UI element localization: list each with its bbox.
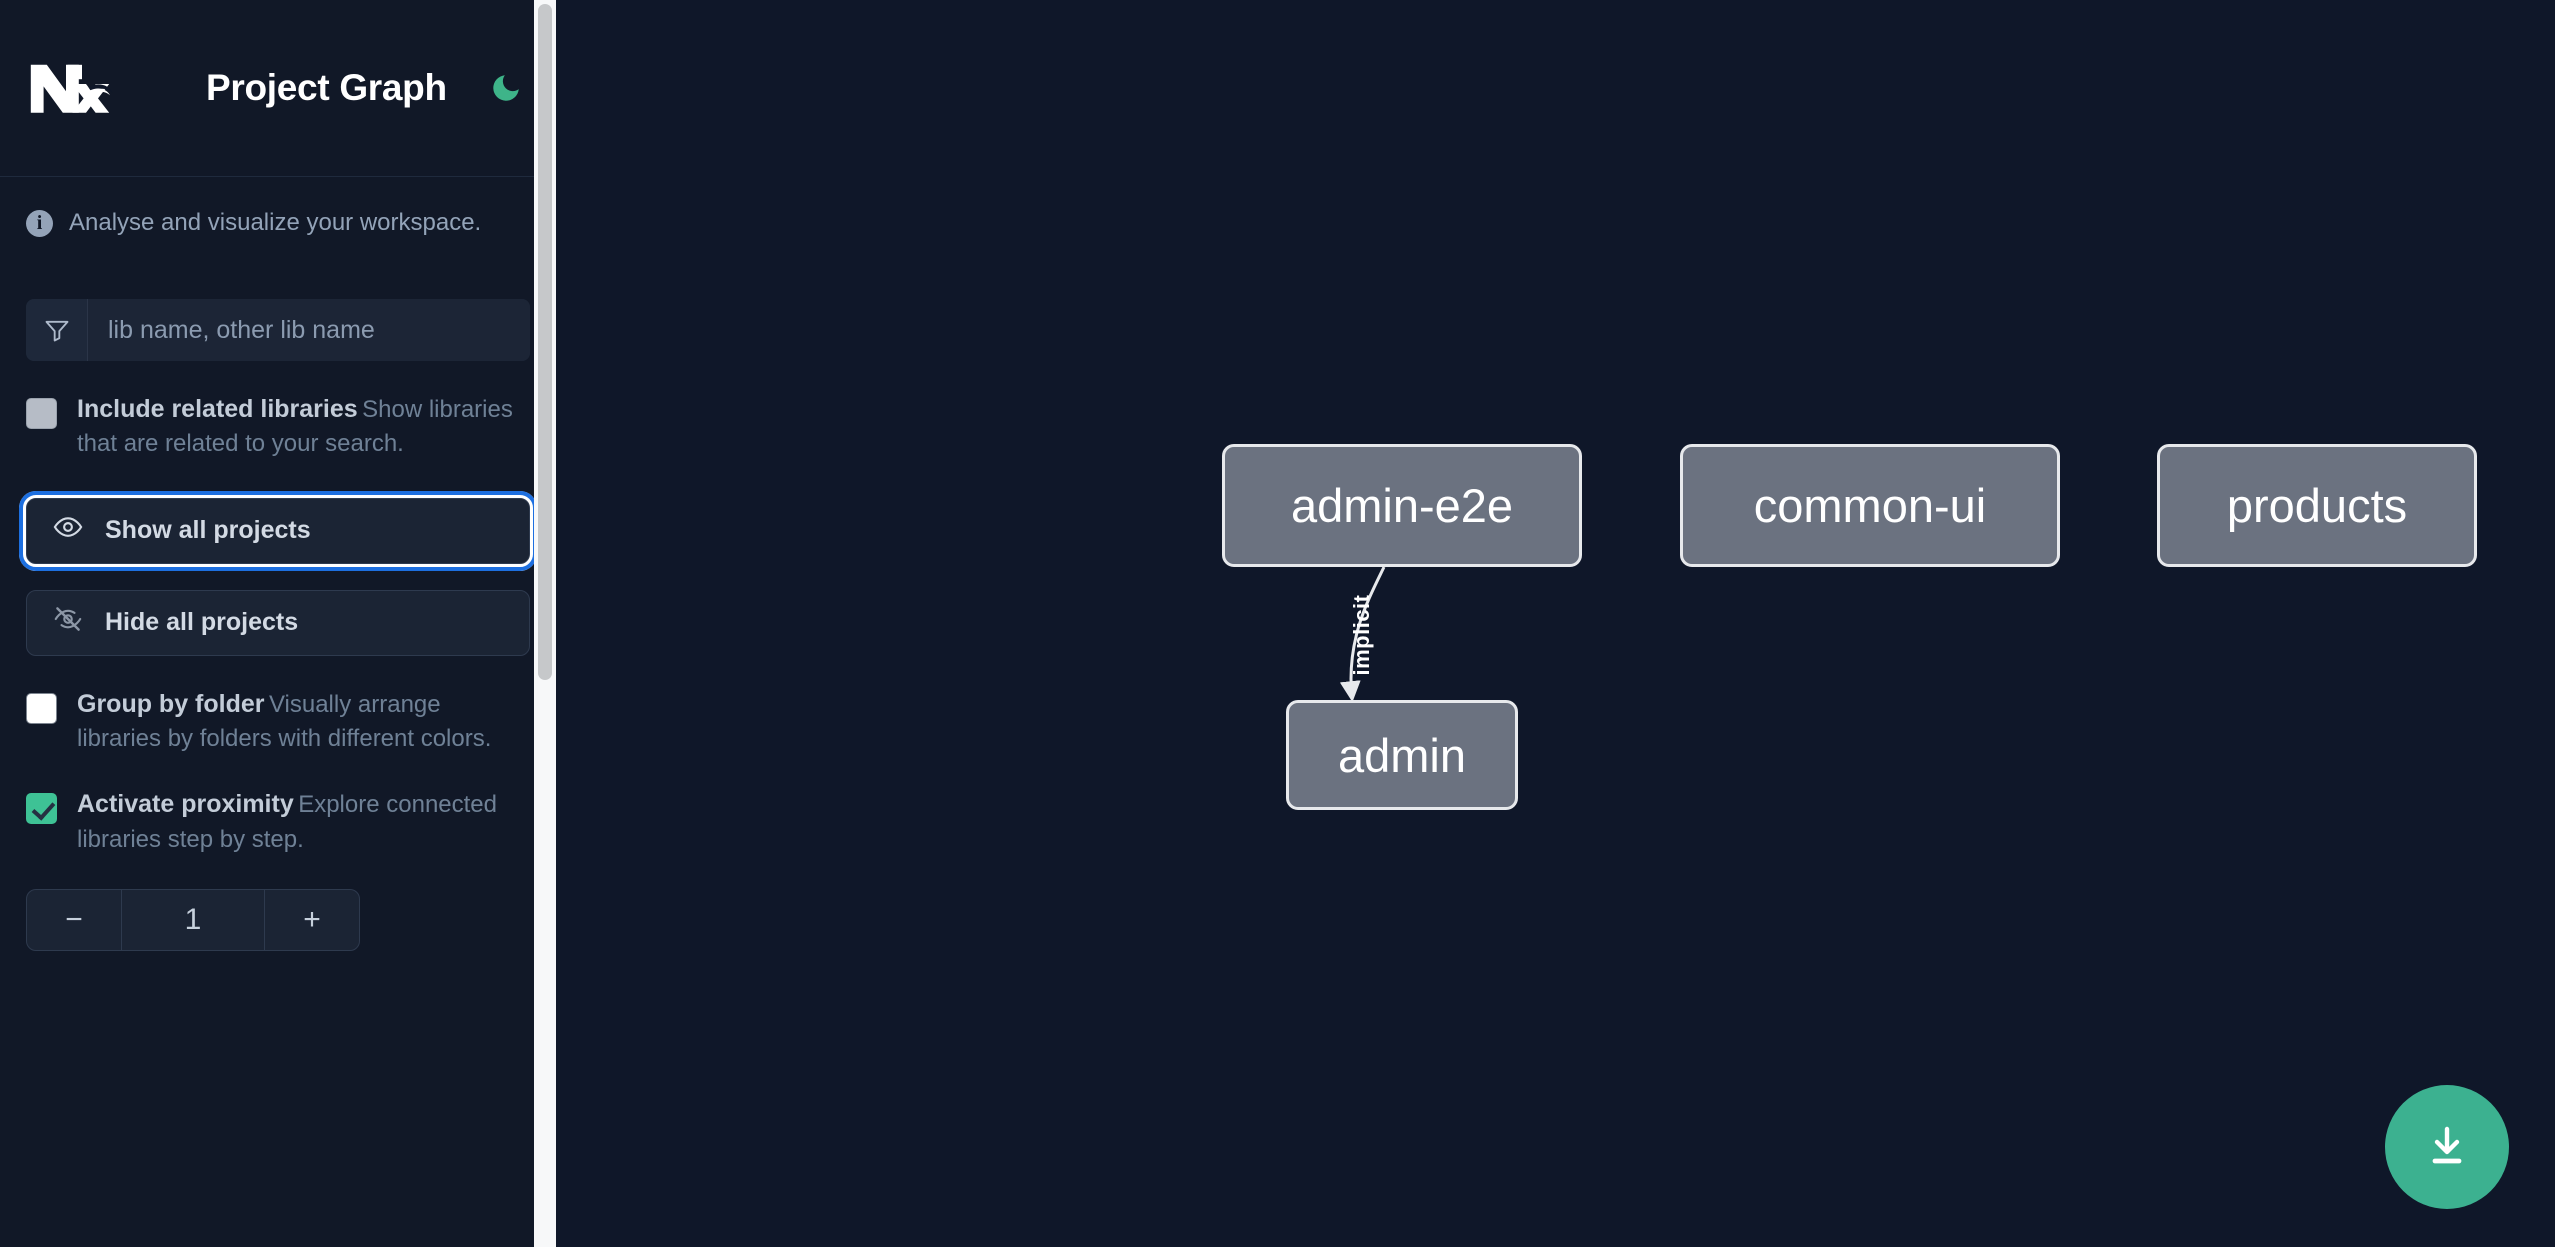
hide-all-projects-button[interactable]: Hide all projects (26, 589, 530, 656)
search-section (0, 299, 556, 361)
show-all-projects-button[interactable]: Show all projects (19, 490, 537, 571)
option-description: Show libraries that are related to your … (77, 396, 513, 458)
download-button[interactable] (2385, 1085, 2509, 1209)
sidebar-scrollbar-track[interactable] (534, 0, 556, 1247)
nx-logo-icon (26, 60, 122, 116)
moon-icon[interactable] (487, 69, 525, 107)
tagline: i Analyse and visualize your workspace. (0, 177, 556, 269)
page-title: Project Graph (206, 67, 447, 108)
search-input[interactable] (88, 299, 530, 361)
brand-header: Project Graph (0, 0, 556, 177)
show-all-projects-wrap: Show all projects (0, 490, 556, 571)
option-title: Group by folder (77, 689, 265, 718)
include-related-libraries-checkbox[interactable] (26, 398, 57, 429)
info-icon: i (26, 209, 53, 237)
activate-proximity-checkbox[interactable] (26, 793, 57, 825)
option-title: Activate proximity (77, 790, 294, 819)
graph-node-products[interactable]: products (2157, 444, 2477, 567)
graph-node-admin[interactable]: admin (1286, 700, 1518, 810)
option-description: Explore connected libraries step by step… (77, 791, 497, 853)
eye-off-icon (53, 604, 83, 641)
option-description: Visually arrange libraries by folders wi… (77, 690, 492, 752)
sidebar: Project Graph i Analyse and visualize yo… (0, 0, 556, 1247)
graph-node-common-ui[interactable]: common-ui (1680, 444, 2060, 567)
stepper-value: 1 (184, 902, 202, 936)
option-activate-proximity[interactable]: Activate proximity Explore connected lib… (0, 788, 556, 857)
stepper-increment-button[interactable]: + (264, 889, 359, 950)
filter-funnel-icon (26, 299, 88, 361)
hide-all-projects-wrap: Hide all projects (0, 589, 556, 656)
download-icon (2423, 1122, 2471, 1173)
sidebar-scrollbar-thumb[interactable] (538, 4, 552, 680)
hide-all-projects-label: Hide all projects (105, 608, 299, 637)
tagline-text: Analyse and visualize your workspace. (69, 209, 482, 236)
search-row (26, 299, 530, 361)
group-by-folder-checkbox[interactable] (26, 692, 57, 724)
option-group-by-folder[interactable]: Group by folder Visually arrange librari… (0, 688, 556, 757)
edge-label-admin: implicit (1349, 594, 1374, 676)
show-all-projects-label: Show all projects (105, 516, 311, 545)
graph-node-admin-e2e[interactable]: admin-e2e (1222, 444, 1582, 567)
stepper-decrement-button[interactable]: − (27, 889, 122, 950)
option-include-related-libraries[interactable]: Include related libraries Show libraries… (0, 393, 556, 462)
eye-icon (53, 512, 83, 549)
graph-edges (1339, 566, 1386, 703)
option-title: Include related libraries (77, 395, 358, 423)
graph-canvas[interactable]: implicit implicit admin-e2e common-ui pr… (556, 0, 2555, 1247)
proximity-stepper: − 1 + (26, 888, 360, 951)
